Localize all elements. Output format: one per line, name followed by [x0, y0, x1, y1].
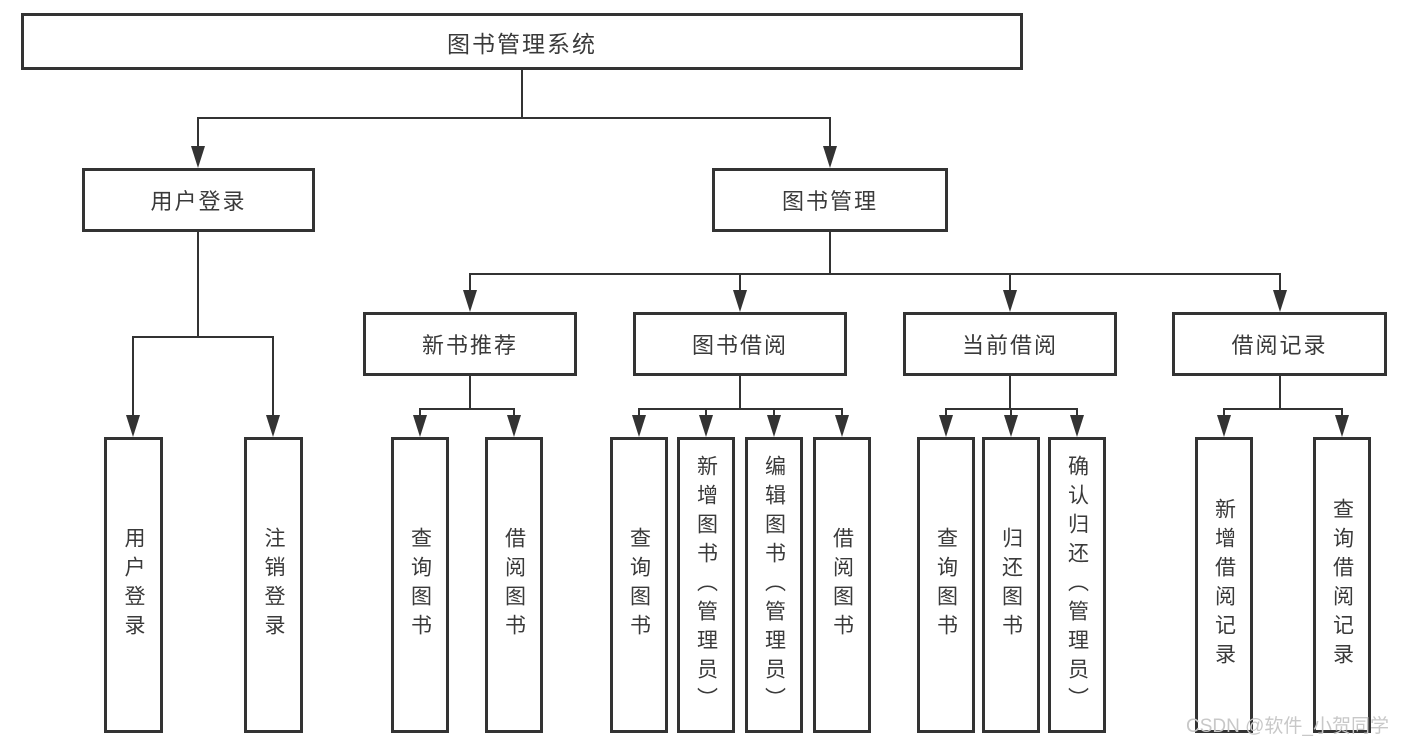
leaf-query-book: 查询图书 — [610, 437, 668, 733]
connector-line — [773, 408, 775, 420]
leaf-user-login: 用户登录 — [104, 437, 163, 733]
arrow-down-icon — [939, 415, 953, 437]
connector-line — [945, 408, 947, 420]
arrow-down-icon — [823, 146, 837, 168]
leaf-query-book: 查询图书 — [917, 437, 975, 733]
node-label: 注销登录 — [262, 527, 285, 643]
connector-line — [1279, 376, 1281, 410]
node-label: 确认归还（管理员） — [1065, 454, 1089, 716]
connector-line — [638, 408, 843, 410]
node-book-borrow: 图书借阅 — [633, 312, 847, 376]
leaf-logout: 注销登录 — [244, 437, 303, 733]
connector-line — [197, 232, 199, 338]
connector-line — [1009, 376, 1011, 410]
connector-line — [1223, 408, 1225, 420]
leaf-edit-book-admin: 编辑图书（管理员） — [745, 437, 803, 733]
arrow-down-icon — [507, 415, 521, 437]
connector-line — [1009, 273, 1011, 295]
connector-line — [197, 117, 199, 151]
arrow-down-icon — [1217, 415, 1231, 437]
csdn-watermark: CSDN @软件_小贺同学 — [1186, 716, 1389, 737]
node-label: 查询图书 — [408, 527, 432, 643]
node-label: 借阅图书 — [502, 527, 526, 643]
connector-line — [841, 408, 843, 420]
node-label: 图书借阅 — [691, 333, 788, 358]
node-root-system: 图书管理系统 — [21, 13, 1023, 70]
connector-line — [132, 336, 134, 420]
node-book-management: 图书管理 — [712, 168, 948, 232]
arrow-down-icon — [767, 415, 781, 437]
leaf-query-borrow-record: 查询借阅记录 — [1313, 437, 1371, 733]
connector-line — [469, 376, 471, 410]
connector-line — [739, 273, 741, 295]
node-new-book-recommend: 新书推荐 — [363, 312, 577, 376]
connector-line — [419, 408, 421, 420]
arrow-down-icon — [1003, 290, 1017, 312]
connector-line — [513, 408, 515, 420]
connector-line — [705, 408, 707, 420]
arrow-down-icon — [1335, 415, 1349, 437]
arrow-down-icon — [699, 415, 713, 437]
connector-line — [829, 117, 831, 151]
connector-line — [829, 232, 831, 275]
node-label: 新增图书（管理员） — [694, 454, 718, 716]
node-label: 借阅记录 — [1231, 333, 1328, 358]
arrow-down-icon — [266, 415, 280, 437]
node-label: 新增借阅记录 — [1212, 498, 1236, 672]
arrow-down-icon — [1070, 415, 1084, 437]
connector-line — [197, 117, 831, 119]
node-label: 用户登录 — [150, 189, 247, 214]
arrow-down-icon — [1273, 290, 1287, 312]
connector-line — [469, 273, 471, 295]
arrow-down-icon — [126, 415, 140, 437]
connector-line — [1279, 273, 1281, 295]
connector-line — [132, 336, 274, 338]
node-label: 查询图书 — [934, 527, 958, 643]
node-label: 查询借阅记录 — [1330, 498, 1354, 672]
connector-line — [521, 70, 523, 118]
node-label: 归还图书 — [999, 527, 1023, 643]
connector-line — [1341, 408, 1343, 420]
arrow-down-icon — [835, 415, 849, 437]
leaf-confirm-return-admin: 确认归还（管理员） — [1048, 437, 1106, 733]
connector-line — [638, 408, 640, 420]
connector-line — [739, 376, 741, 410]
arrow-down-icon — [413, 415, 427, 437]
node-label: 图书管理系统 — [447, 30, 597, 57]
node-label: 图书管理 — [781, 189, 878, 214]
connector-line — [469, 273, 1281, 275]
leaf-add-book-admin: 新增图书（管理员） — [677, 437, 735, 733]
node-user-login: 用户登录 — [82, 168, 315, 232]
node-label: 用户登录 — [122, 527, 145, 643]
leaf-add-borrow-record: 新增借阅记录 — [1195, 437, 1253, 733]
leaf-borrow-book: 借阅图书 — [485, 437, 543, 733]
arrow-down-icon — [632, 415, 646, 437]
node-label: 当前借阅 — [961, 333, 1058, 358]
connector-line — [419, 408, 515, 410]
node-current-borrow: 当前借阅 — [903, 312, 1117, 376]
connector-line — [1223, 408, 1343, 410]
node-borrow-record: 借阅记录 — [1172, 312, 1387, 376]
connector-line — [272, 336, 274, 420]
arrow-down-icon — [191, 146, 205, 168]
leaf-borrow-book: 借阅图书 — [813, 437, 871, 733]
leaf-return-book: 归还图书 — [982, 437, 1040, 733]
connector-line — [1010, 408, 1012, 420]
node-label: 查询图书 — [627, 527, 651, 643]
connector-line — [1076, 408, 1078, 420]
arrow-down-icon — [463, 290, 477, 312]
arrow-down-icon — [733, 290, 747, 312]
node-label: 编辑图书（管理员） — [762, 454, 786, 716]
leaf-query-book: 查询图书 — [391, 437, 449, 733]
node-label: 新书推荐 — [421, 333, 518, 358]
arrow-down-icon — [1004, 415, 1018, 437]
node-label: 借阅图书 — [830, 527, 854, 643]
